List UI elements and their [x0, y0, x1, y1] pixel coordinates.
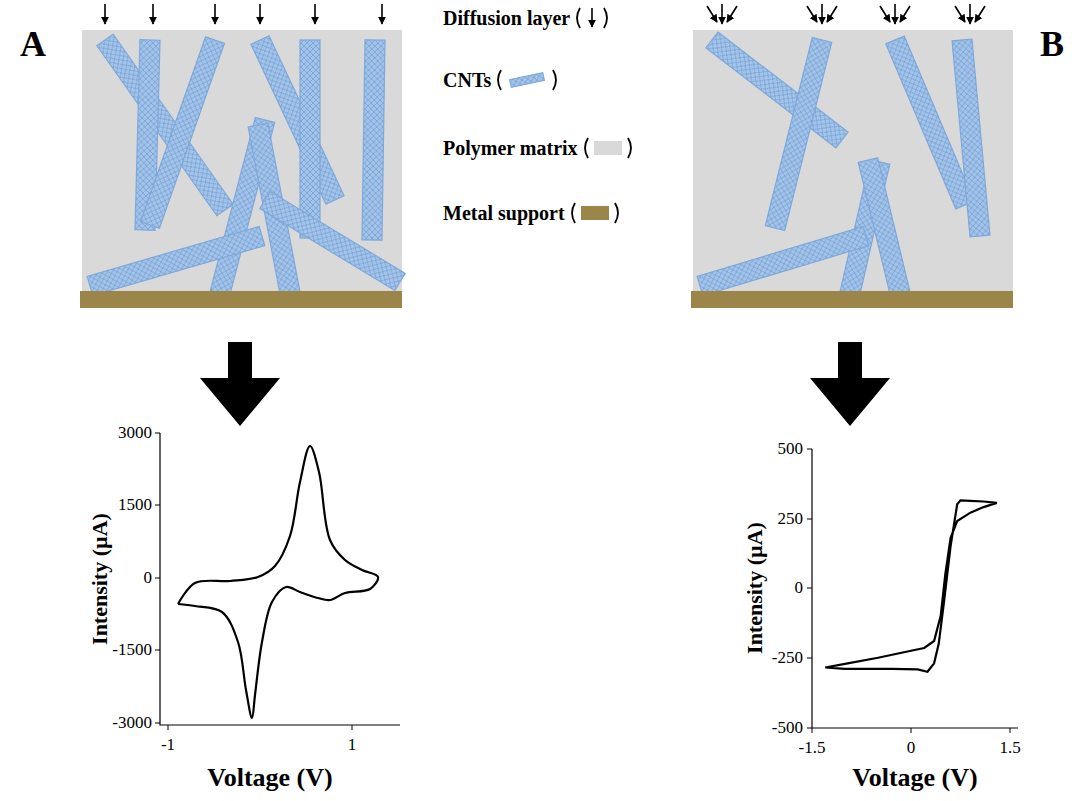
tick-label: 250 [778, 510, 804, 529]
plot-axes [807, 449, 1018, 733]
legend-tube [507, 70, 547, 90]
electrode-panel [691, 4, 1013, 308]
cv-curve [825, 500, 997, 671]
panel-letter: A [20, 25, 46, 65]
tick-label: 1.5 [999, 739, 1020, 758]
legend-bracket [569, 201, 577, 225]
legend-bracket [626, 136, 634, 160]
legend-bracket [495, 68, 503, 92]
diffusion-arrow [821, 4, 823, 24]
legend-text: Diffusion layer [443, 7, 570, 30]
tick-label: -1500 [112, 641, 152, 660]
diffusion-arrow [969, 4, 971, 24]
cnt-tube [952, 39, 990, 237]
tick-label: -250 [772, 649, 803, 668]
tick-label: -1.5 [799, 739, 826, 758]
axis-title: Voltage (V) [207, 764, 332, 793]
tick-label: -1 [161, 736, 175, 755]
cnt-tube [260, 191, 405, 290]
axis-title: Voltage (V) [852, 764, 977, 793]
legend-text: Polymer matrix [443, 137, 578, 160]
result-arrow [200, 342, 280, 426]
legend-bracket [551, 68, 559, 92]
electrode-panel [80, 4, 405, 308]
diffusion-arrow [314, 4, 316, 24]
diffusion-arrow [152, 4, 154, 24]
tick-label: 1 [348, 736, 357, 755]
diffusion-arrow [955, 6, 965, 22]
plot-axes [155, 433, 400, 730]
diffusion-arrow [707, 6, 717, 22]
metal-support [691, 291, 1013, 308]
cnt-tube [300, 40, 320, 238]
cnt-tube [697, 226, 869, 295]
legend-bracket [582, 136, 590, 160]
diffusion-arrow [727, 6, 737, 22]
diffusion-arrow [827, 6, 837, 22]
tick-label: -3000 [112, 714, 152, 733]
diffusion-arrow [975, 6, 985, 22]
legend-bracket [613, 201, 621, 225]
diffusion-arrow [259, 4, 261, 24]
metal-support [80, 291, 402, 308]
diffusion-arrow [214, 4, 216, 24]
legend-swatch [594, 141, 622, 155]
cv-curve [178, 446, 378, 718]
tick-label: 500 [778, 440, 804, 459]
cnt-tube [141, 37, 225, 229]
legend-bracket [574, 6, 582, 30]
cnt-tube [362, 40, 385, 240]
tick-label: 3000 [118, 424, 152, 443]
legend-text: Metal support [443, 202, 565, 225]
legend-item: Polymer matrix [443, 136, 634, 160]
diffusion-arrow [807, 6, 817, 22]
legend-item: CNTs [443, 68, 559, 92]
axis-title: Intensity (µA) [743, 522, 767, 654]
legend-bracket [602, 6, 610, 30]
diffusion-arrow [721, 4, 723, 24]
diffusion-arrow [104, 4, 106, 24]
axis-title: Intensity (µA) [88, 513, 112, 645]
legend-item: Diffusion layer [443, 6, 610, 30]
result-arrow [810, 342, 890, 426]
panel-letter: B [1040, 25, 1064, 65]
diffusion-arrow [880, 6, 890, 22]
legend-arrow [586, 6, 598, 30]
diffusion-arrow [894, 4, 896, 24]
legend-item: Metal support [443, 201, 621, 225]
tick-label: -500 [772, 719, 803, 738]
legend-text: CNTs [443, 69, 491, 92]
diffusion-arrow [381, 4, 383, 24]
cnt-tube [858, 158, 909, 296]
cnt-tube [87, 226, 265, 295]
legend-swatch [581, 206, 609, 220]
cnt-tube [765, 38, 831, 231]
tick-label: 0 [907, 739, 916, 758]
tick-label: 0 [795, 579, 804, 598]
diffusion-arrow [900, 6, 910, 22]
tick-label: 1500 [118, 496, 152, 515]
tick-label: 0 [144, 569, 153, 588]
